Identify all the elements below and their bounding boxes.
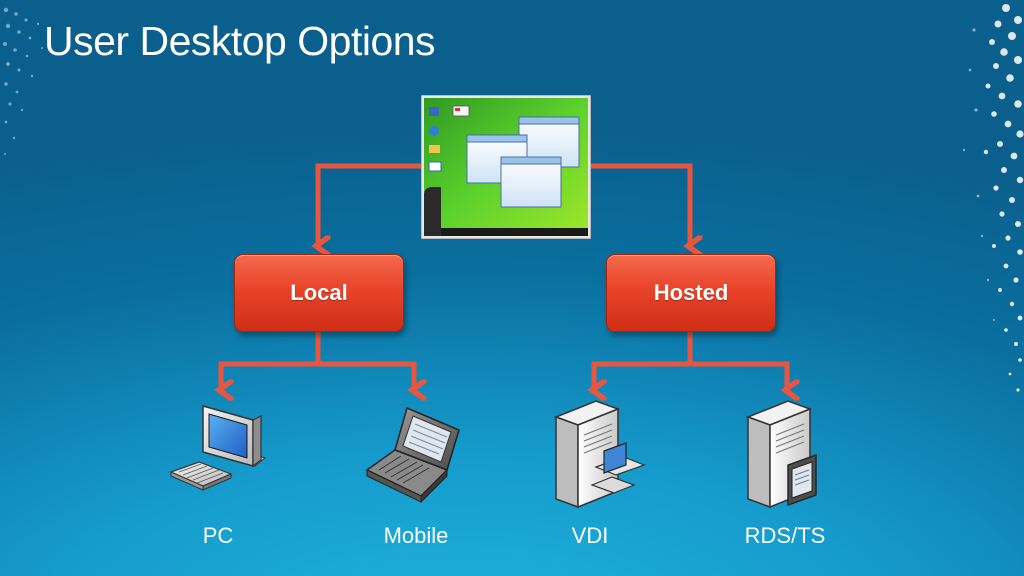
server-with-pc-icon <box>553 400 646 509</box>
connector-hosted-to-vdi <box>594 361 690 390</box>
desktop-screenshot-icon <box>421 95 591 239</box>
connector-local-to-pc <box>221 361 318 390</box>
local-label: Local <box>290 280 348 305</box>
connector-local-to-mobile <box>318 361 414 390</box>
local-box: Local <box>234 254 404 332</box>
slide-title: User Desktop Options <box>44 18 436 64</box>
connector-desktop-to-local <box>318 163 421 246</box>
hosted-box: Hosted <box>606 254 776 332</box>
device-label-pc: PC <box>202 523 234 548</box>
desktop-pc-icon <box>169 405 267 491</box>
connector-hosted-to-rds <box>690 361 787 390</box>
hosted-label: Hosted <box>653 280 729 305</box>
server-with-terminal-icon <box>745 400 817 509</box>
laptop-icon <box>365 406 460 504</box>
device-label-vdi: VDI <box>571 523 609 548</box>
dot-pattern-left-decoration <box>3 7 43 155</box>
dot-pattern-right-decoration <box>962 4 1024 392</box>
connector-desktop-to-hosted <box>591 163 690 246</box>
device-label-mobile: Mobile <box>383 523 449 548</box>
device-label-rds-ts: RDS/TS <box>744 523 826 548</box>
